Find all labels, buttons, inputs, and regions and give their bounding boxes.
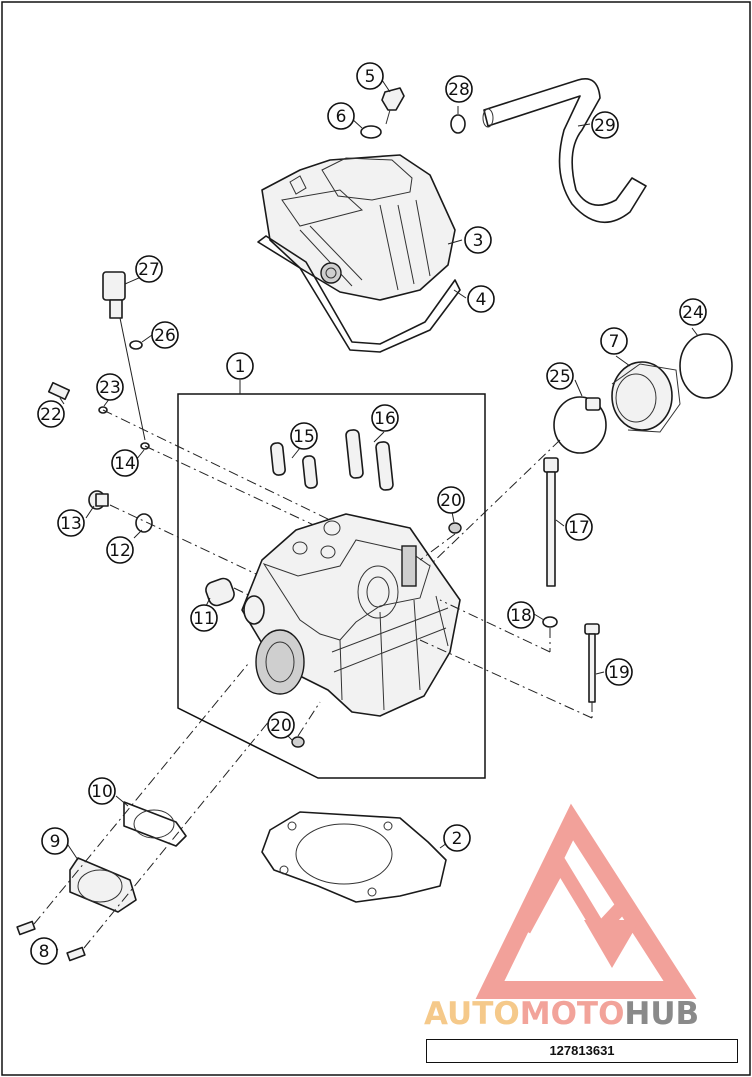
svg-text:28: 28 (448, 80, 470, 100)
manifold-gasket (123, 801, 187, 847)
logo-mark (475, 803, 697, 999)
svg-text:8: 8 (39, 942, 50, 962)
breather-hose (483, 78, 647, 224)
callout-3: 3 (464, 226, 492, 254)
callout-12: 12 (106, 536, 134, 564)
valve-guides-long (345, 429, 394, 491)
callout-5: 5 (356, 62, 384, 90)
callout-11: 11 (190, 604, 218, 632)
callout-26: 26 (151, 321, 179, 349)
svg-text:5: 5 (365, 67, 376, 87)
svg-text:6: 6 (336, 107, 347, 127)
callout-20-upper: 20 (437, 486, 465, 514)
callout-7: 7 (600, 327, 628, 355)
head-plug-lower (291, 736, 305, 748)
stud-washer (542, 616, 558, 628)
kit-bracket (177, 393, 486, 779)
callout-4: 4 (467, 285, 495, 313)
svg-text:20: 20 (270, 716, 292, 736)
svg-text:1: 1 (235, 357, 246, 377)
callout-6: 6 (327, 102, 355, 130)
guide-sleeve (205, 577, 235, 607)
callout-14: 14 (111, 449, 139, 477)
svg-text:19: 19 (608, 663, 630, 683)
temperature-sensor (102, 271, 126, 319)
svg-text:27: 27 (138, 260, 160, 280)
logo-wordmark: AUTOMOTOHUB (424, 996, 699, 1032)
head-bolt (584, 623, 600, 703)
valve-guides-short (270, 442, 318, 489)
svg-text:26: 26 (154, 326, 176, 346)
svg-text:20: 20 (440, 491, 462, 511)
callout-25: 25 (546, 362, 574, 390)
callout-23: 23 (96, 373, 124, 401)
callout-17: 17 (565, 513, 593, 541)
cover-plug (381, 87, 405, 125)
svg-text:15: 15 (293, 427, 315, 447)
valve-cover-gasket (257, 235, 461, 353)
callout-19: 19 (605, 658, 633, 686)
intake-manifold (69, 857, 137, 913)
callout-15: 15 (290, 422, 318, 450)
callout-28: 28 (445, 75, 473, 103)
dowel-pin (140, 442, 150, 450)
svg-text:17: 17 (568, 518, 590, 538)
callout-1: 1 (226, 352, 254, 380)
callout-10: 10 (88, 777, 116, 805)
callout-18: 18 (507, 601, 535, 629)
svg-text:2: 2 (452, 829, 463, 849)
svg-text:18: 18 (510, 606, 532, 626)
svg-text:11: 11 (193, 609, 215, 629)
cylinder-head-gasket (261, 811, 447, 903)
screw-seal-ring (98, 406, 108, 414)
head-plug-upper (448, 522, 462, 534)
plug-o-ring (360, 125, 382, 139)
callout-13: 13 (57, 509, 85, 537)
head-stud (543, 457, 559, 587)
svg-text:14: 14 (114, 454, 136, 474)
cylinder-head (241, 513, 461, 717)
manifold-screw-upper (16, 920, 36, 936)
svg-text:23: 23 (99, 378, 121, 398)
svg-text:12: 12 (109, 541, 131, 561)
flange-clamp (679, 333, 733, 399)
plug-screw (47, 381, 71, 401)
svg-text:10: 10 (91, 782, 113, 802)
intake-flange (611, 361, 681, 433)
document-code: 127813631 (426, 1039, 738, 1063)
hose-clamp (450, 114, 466, 134)
svg-text:29: 29 (594, 116, 616, 136)
callout-16: 16 (371, 404, 399, 432)
valve-cover (261, 154, 456, 301)
plug-washer (135, 513, 153, 533)
svg-text:13: 13 (60, 514, 82, 534)
svg-text:16: 16 (374, 409, 396, 429)
callout-20-lower: 20 (267, 711, 295, 739)
manifold-screw-lower (66, 946, 86, 962)
sensor-ring (129, 340, 143, 350)
svg-text:25: 25 (549, 367, 571, 387)
hose-clamp-large (553, 396, 607, 454)
svg-text:22: 22 (40, 405, 62, 425)
svg-text:9: 9 (50, 832, 61, 852)
svg-text:3: 3 (473, 231, 484, 251)
callout-9: 9 (41, 827, 69, 855)
callout-24: 24 (679, 298, 707, 326)
callout-27: 27 (135, 255, 163, 283)
svg-text:4: 4 (476, 290, 487, 310)
svg-text:7: 7 (609, 332, 620, 352)
svg-text:24: 24 (682, 303, 704, 323)
callout-2: 2 (443, 824, 471, 852)
oil-plug (88, 490, 109, 510)
callout-8: 8 (30, 937, 58, 965)
callout-29: 29 (591, 111, 619, 139)
callout-22: 22 (37, 400, 65, 428)
